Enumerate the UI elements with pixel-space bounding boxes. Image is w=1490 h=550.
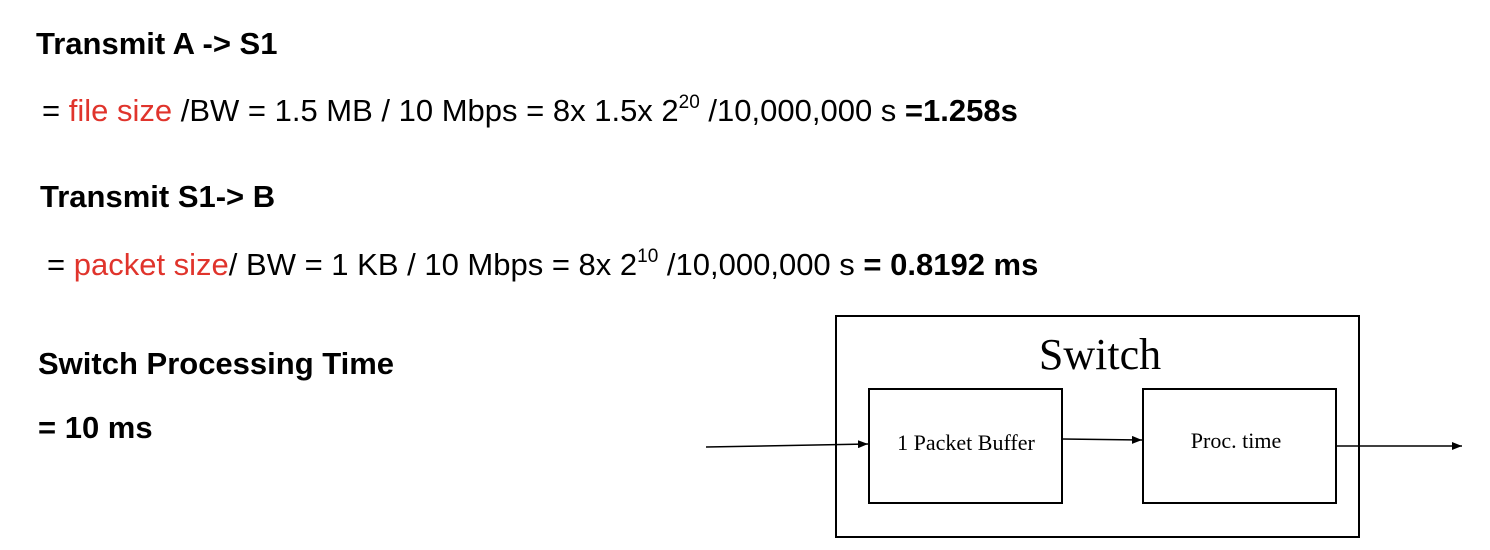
switch-processing-heading: Switch Processing Time [38, 346, 395, 381]
transmit-a-prefix: = [42, 93, 69, 128]
proc-time-label: Proc. time [1191, 428, 1281, 453]
transmit-s1-result: = 0.8192 ms [863, 247, 1039, 282]
input-arrow [705, 440, 869, 449]
switch-label: Switch [1039, 330, 1161, 379]
transmit-s1-tail: /10,000,000 s [658, 247, 864, 282]
transmit-a-formula: = file size /BW = 1.5 MB / 10 Mbps = 8x … [42, 91, 1018, 131]
switch-processing-value: = 10 ms [38, 410, 153, 445]
transmit-s1-exponent: 10 [637, 246, 659, 267]
packet-buffer-label: 1 Packet Buffer [897, 430, 1035, 455]
transmit-s1-prefix: = [47, 247, 74, 282]
packet-buffer-box [868, 388, 1063, 504]
transmit-s1-middle: / BW = 1 KB / 10 Mbps = 8x 2 [228, 247, 638, 282]
transmit-a-exponent: 20 [678, 92, 700, 113]
transmit-s1-heading: Transmit S1-> B [40, 179, 276, 214]
transmit-a-middle: /BW = 1.5 MB / 10 Mbps = 8x 1.5x 2 [172, 93, 679, 128]
buffer-to-proc-arrow [1061, 435, 1143, 444]
file-size-term: file size [68, 93, 173, 128]
packet-size-term: packet size [73, 247, 229, 282]
transmit-a-result: =1.258s [904, 93, 1018, 128]
transmit-a-tail: /10,000,000 s [699, 93, 905, 128]
transmit-a-heading: Transmit A -> S1 [36, 26, 278, 61]
switch-outer-box [835, 315, 1360, 538]
transmit-s1-formula: = packet size/ BW = 1 KB / 10 Mbps = 8x … [47, 245, 1038, 285]
switch-diagram: Switch 1 Packet Buffer Proc. time [705, 315, 1462, 538]
